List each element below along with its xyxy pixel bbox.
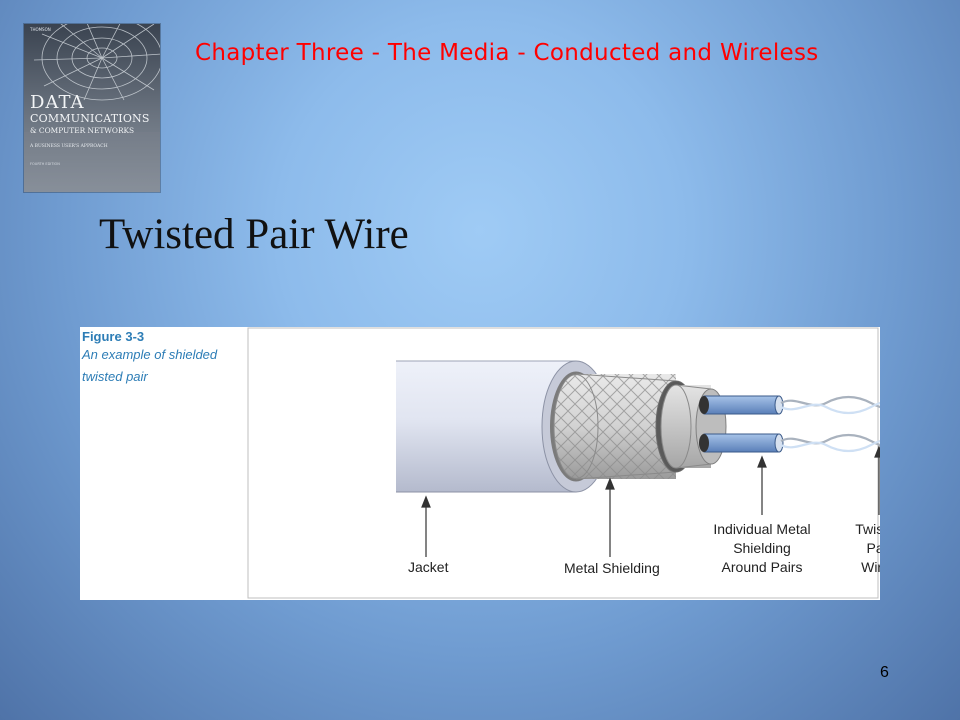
cover-title-communications: COMMUNICATIONS — [30, 112, 150, 125]
figure-caption-line1: An example of shielded — [82, 347, 218, 362]
cover-title-data: DATA — [30, 92, 85, 113]
individual-pair-shields — [699, 395, 784, 453]
slide-number: 6 — [880, 664, 889, 681]
label-twisted-line3: Wires — [861, 559, 880, 575]
figure-caption-label: Figure 3-3 — [82, 329, 145, 344]
label-individual-line3: Around Pairs — [722, 559, 803, 575]
metal-shielding-arrow — [605, 477, 615, 557]
label-metal-shielding: Metal Shielding — [564, 560, 660, 576]
twisted-wires-arrow — [874, 445, 880, 515]
label-jacket: Jacket — [408, 559, 449, 575]
twisted-pair-wires — [780, 395, 880, 453]
label-individual-line1: Individual Metal — [713, 521, 810, 537]
satellite-dish-illustration — [24, 24, 160, 192]
shielded-twisted-pair-diagram: Jacket Metal Shielding Individual Metal … — [247, 327, 880, 599]
label-twisted-line1: Twisted — [855, 521, 880, 537]
figure-panel: Figure 3-3 An example of shielded twiste… — [80, 327, 880, 600]
individual-shielding-arrow — [757, 455, 767, 515]
cover-subtitle: A BUSINESS USER'S APPROACH — [30, 144, 108, 149]
jacket-arrow — [421, 495, 431, 557]
book-cover-image: THOMSON DATA COMMUNICATIONS & COMPUTER N… — [24, 24, 160, 192]
publisher-logo-text: THOMSON — [30, 27, 51, 32]
cover-title-networks: & COMPUTER NETWORKS — [30, 126, 135, 135]
figure-caption-line2: twisted pair — [82, 369, 148, 384]
cover-edition: FOURTH EDITION — [30, 162, 60, 166]
chapter-title: Chapter Three - The Media - Conducted an… — [195, 40, 819, 66]
label-individual-line2: Shielding — [733, 540, 791, 556]
slide-title: Twisted Pair Wire — [99, 211, 409, 258]
label-twisted-line2: Pair — [867, 540, 880, 556]
